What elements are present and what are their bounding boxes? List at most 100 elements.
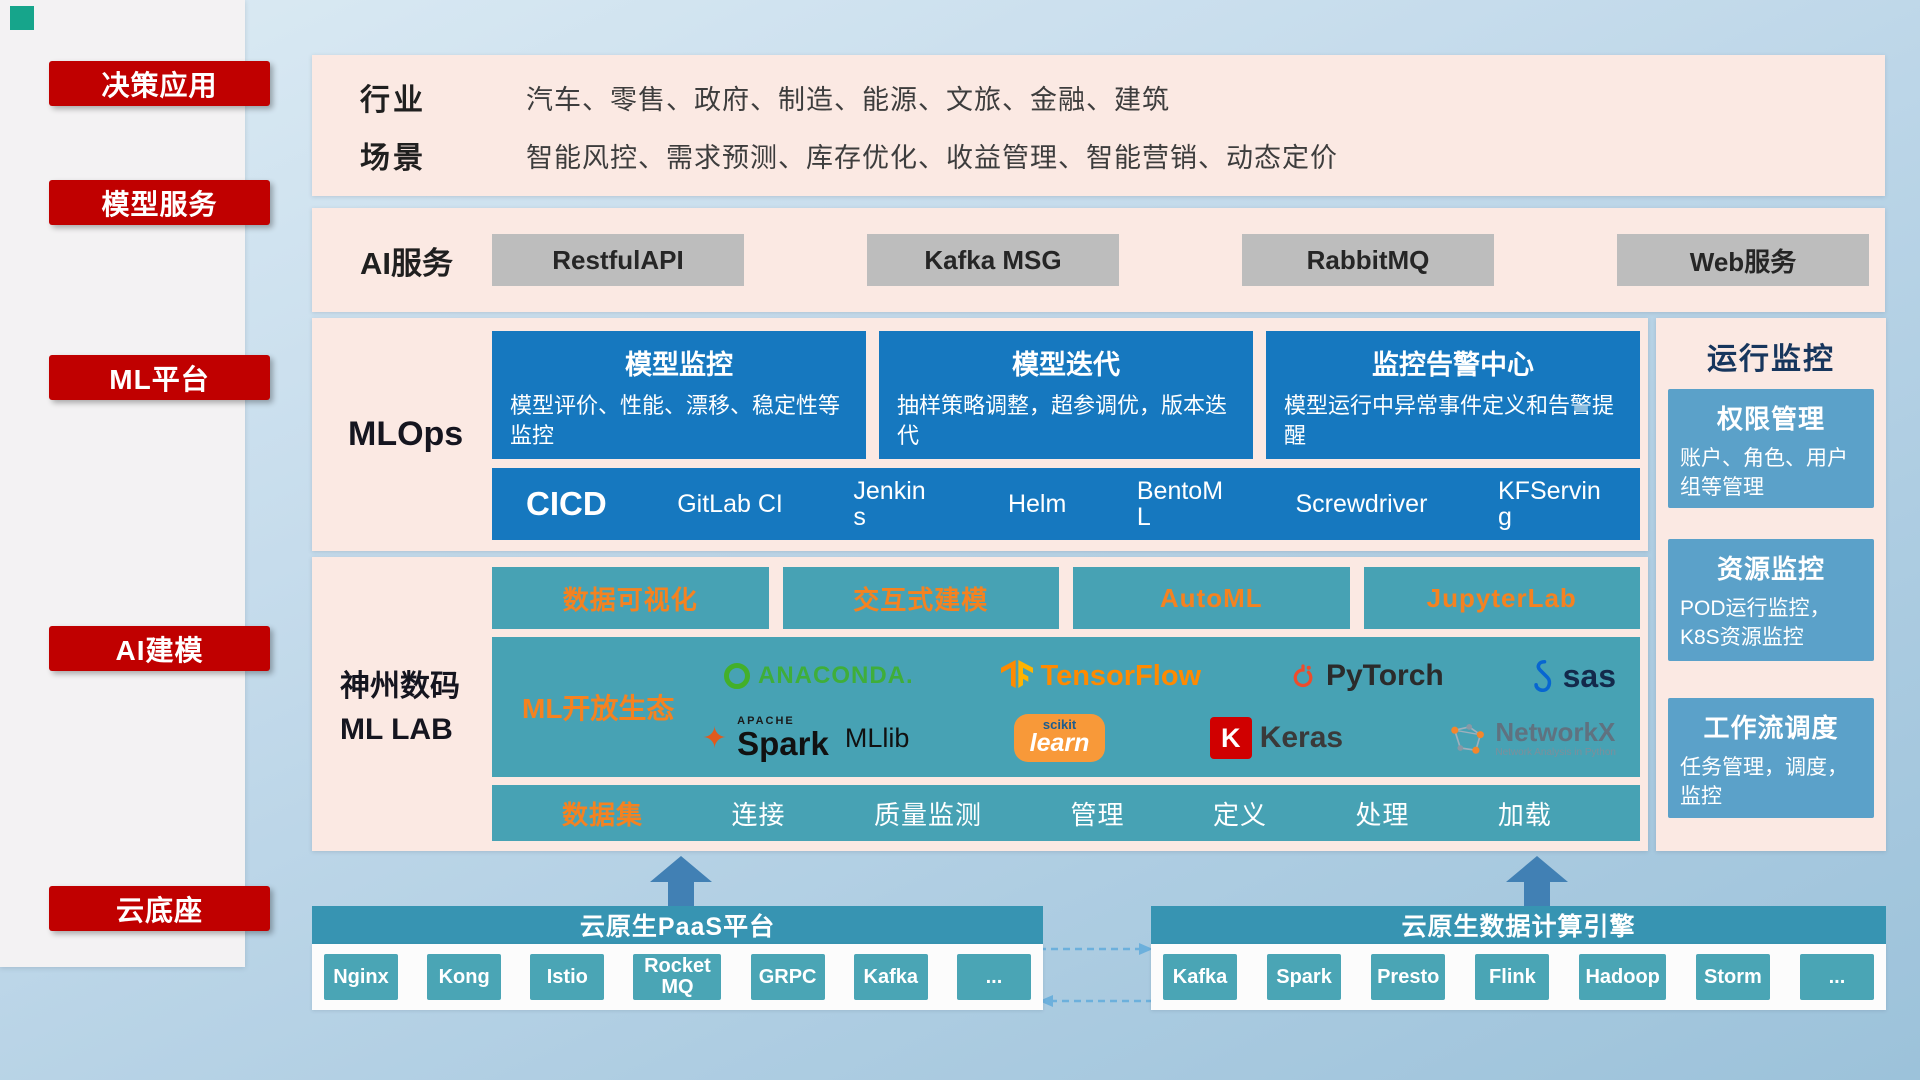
restfulapi-button[interactable]: RestfulAPI — [492, 234, 744, 286]
dataset-item-process: 处理 — [1355, 799, 1410, 830]
anaconda-icon — [724, 663, 750, 689]
industry-label: 行业 — [360, 84, 426, 117]
paas-platform-header: 云原生PaaS平台 — [312, 906, 1043, 944]
scene-value: 智能风控、需求预测、库存优化、收益管理、智能营销、动态定价 — [526, 142, 1338, 173]
pytorch-logo: PyTorch — [1288, 659, 1444, 693]
spark-chip[interactable]: Spark — [1267, 954, 1342, 1000]
rabbitmq-button[interactable]: RabbitMQ — [1242, 234, 1494, 286]
card-desc: 任务管理，调度，监控 — [1680, 756, 1848, 809]
keras-logo: K Keras — [1209, 717, 1343, 759]
dataset-item-manage: 管理 — [1070, 799, 1125, 830]
mllab-panel: 神州数码 ML LAB 数据可视化 交互式建模 AutoML JupyterLa… — [312, 557, 1648, 851]
mllab-label: 神州数码 ML LAB — [340, 557, 460, 851]
ai-service-panel: AI服务 RestfulAPI Kafka MSG RabbitMQ Web服务 — [312, 208, 1885, 312]
mllab-label-line2: ML LAB — [340, 713, 453, 746]
networkx-icon — [1451, 724, 1485, 754]
spark-star-icon: ✦ — [702, 721, 728, 755]
cicd-title: CICD — [526, 485, 607, 522]
paas-platform-strip: Nginx Kong Istio RocketMQ GRPC Kafka ... — [312, 944, 1043, 1010]
dataset-item-quality: 质量监测 — [873, 799, 982, 830]
corner-mark — [10, 6, 34, 30]
nginx-chip[interactable]: Nginx — [324, 954, 398, 1000]
data-engine-strip: Kafka Spark Presto Flink Hadoop Storm ..… — [1151, 944, 1886, 1010]
kafka-chip[interactable]: Kafka — [853, 954, 928, 1000]
sidebar: 决策应用 模型服务 ML平台 AI建模 云底座 — [0, 0, 270, 967]
logo-row-2: ✦ APACHE Spark MLlib scikit learn K Kera… — [702, 709, 1616, 767]
scene-label: 场景 — [360, 142, 426, 175]
istio-chip[interactable]: Istio — [530, 954, 605, 1000]
card-desc: 账户、角色、用户组等管理 — [1680, 447, 1848, 500]
presto-chip[interactable]: Presto — [1371, 954, 1446, 1000]
mlops-panel: MLOps 模型监控 模型评价、性能、漂移、稳定性等监控 模型迭代 抽样策略调整… — [312, 318, 1648, 551]
interactive-modeling-box[interactable]: 交互式建模 — [782, 567, 1059, 629]
dataset-bar: 数据集 连接 质量监测 管理 定义 处理 加载 — [492, 785, 1640, 841]
card-title: 模型迭代 — [1012, 350, 1120, 380]
scikit-learn-icon: scikit learn — [1013, 714, 1106, 762]
model-monitoring-card: 模型监控 模型评价、性能、漂移、稳定性等监控 — [492, 331, 866, 459]
permission-management-card: 权限管理 账户、角色、用户组等管理 — [1668, 389, 1874, 508]
kafka-chip[interactable]: Kafka — [1163, 954, 1237, 1000]
mllab-label-line1: 神州数码 — [340, 670, 460, 703]
cicd-item-helm: Helm — [1007, 489, 1067, 518]
dataset-label: 数据集 — [562, 799, 644, 830]
storm-chip[interactable]: Storm — [1695, 954, 1770, 1000]
cicd-item-screwdriver: Screwdriver — [1295, 489, 1428, 518]
card-title: 模型监控 — [625, 350, 733, 380]
dashed-arrow-icons — [1039, 943, 1153, 1007]
grpc-chip[interactable]: GRPC — [750, 954, 825, 1000]
card-title: 资源监控 — [1716, 554, 1825, 584]
sas-logo: sas — [1531, 658, 1616, 695]
card-title: 监控告警中心 — [1372, 350, 1534, 380]
model-iteration-card: 模型迭代 抽样策略调整，超参调优，版本迭代 — [879, 331, 1253, 459]
web-service-button[interactable]: Web服务 — [1617, 234, 1869, 286]
kong-chip[interactable]: Kong — [427, 954, 502, 1000]
hadoop-chip[interactable]: Hadoop — [1579, 954, 1666, 1000]
industry-value: 汽车、零售、政府、制造、能源、文旅、金融、建筑 — [526, 84, 1170, 115]
anaconda-logo: ANACONDA. — [724, 662, 914, 690]
sidebar-item-ml-platform[interactable]: ML平台 — [49, 355, 270, 400]
run-monitoring-title: 运行监控 — [1707, 343, 1835, 376]
data-engine-header: 云原生数据计算引擎 — [1151, 906, 1886, 944]
data-visualization-box[interactable]: 数据可视化 — [492, 567, 769, 629]
sas-icon — [1533, 659, 1551, 693]
automl-box[interactable]: AutoML — [1073, 567, 1350, 629]
run-monitoring-panel: 运行监控 权限管理 账户、角色、用户组等管理 资源监控 POD运行监控，K8S资… — [1656, 318, 1886, 851]
up-arrow-icon — [1506, 856, 1568, 906]
cicd-item-gitlab-ci: GitLab CI — [677, 489, 783, 518]
alert-center-card: 监控告警中心 模型运行中异常事件定义和告警提醒 — [1266, 331, 1640, 459]
sidebar-item-cloud-base[interactable]: 云底座 — [49, 886, 270, 931]
card-title: 权限管理 — [1716, 404, 1825, 434]
more-chip[interactable]: ... — [956, 954, 1031, 1000]
business-panel: 行业 汽车、零售、政府、制造、能源、文旅、金融、建筑 场景 智能风控、需求预测、… — [312, 55, 1885, 196]
card-desc: 模型运行中异常事件定义和告警提醒 — [1284, 393, 1615, 448]
rocketmq-chip[interactable]: RocketMQ — [633, 954, 722, 1000]
spark-mllib-logo: ✦ APACHE Spark MLlib — [702, 715, 910, 762]
card-desc: 模型评价、性能、漂移、稳定性等监控 — [510, 393, 841, 448]
tensorflow-icon — [1000, 660, 1033, 688]
more-chip[interactable]: ... — [1799, 954, 1874, 1000]
scikit-learn-logo: scikit learn — [1013, 714, 1106, 762]
sidebar-item-decision-app[interactable]: 决策应用 — [49, 61, 270, 106]
ai-service-buttons: RestfulAPI Kafka MSG RabbitMQ Web服务 — [492, 234, 1869, 286]
flink-chip[interactable]: Flink — [1475, 954, 1550, 1000]
jupyterlab-box[interactable]: JupyterLab — [1363, 567, 1640, 629]
keras-icon: K — [1209, 717, 1252, 759]
tensorflow-logo: TensorFlow — [1000, 659, 1201, 693]
card-desc: 抽样策略调整，超参调优，版本迭代 — [897, 393, 1228, 448]
card-title: 工作流调度 — [1703, 713, 1839, 743]
dataset-item-load: 加载 — [1497, 799, 1552, 830]
resource-monitoring-card: 资源监控 POD运行监控，K8S资源监控 — [1668, 539, 1874, 661]
dataset-item-define: 定义 — [1212, 799, 1267, 830]
mlops-cards: 模型监控 模型评价、性能、漂移、稳定性等监控 模型迭代 抽样策略调整，超参调优，… — [492, 331, 1640, 459]
up-arrow-icon — [650, 856, 712, 906]
cicd-item-bentoml: BentoML — [1136, 476, 1224, 531]
sidebar-item-ai-modeling[interactable]: AI建模 — [49, 626, 270, 671]
logo-row-1: ANACONDA. TensorFlow PyTorch — [724, 647, 1616, 705]
dataset-item-connect: 连接 — [731, 799, 786, 830]
workflow-scheduling-card: 工作流调度 任务管理，调度，监控 — [1668, 698, 1874, 818]
pytorch-icon — [1293, 664, 1313, 688]
cicd-bar: CICD GitLab CI Jenkins Helm BentoML Scre… — [492, 468, 1640, 540]
sidebar-item-model-service[interactable]: 模型服务 — [49, 180, 270, 225]
kafka-msg-button[interactable]: Kafka MSG — [867, 234, 1119, 286]
mlops-label: MLOps — [348, 415, 464, 453]
